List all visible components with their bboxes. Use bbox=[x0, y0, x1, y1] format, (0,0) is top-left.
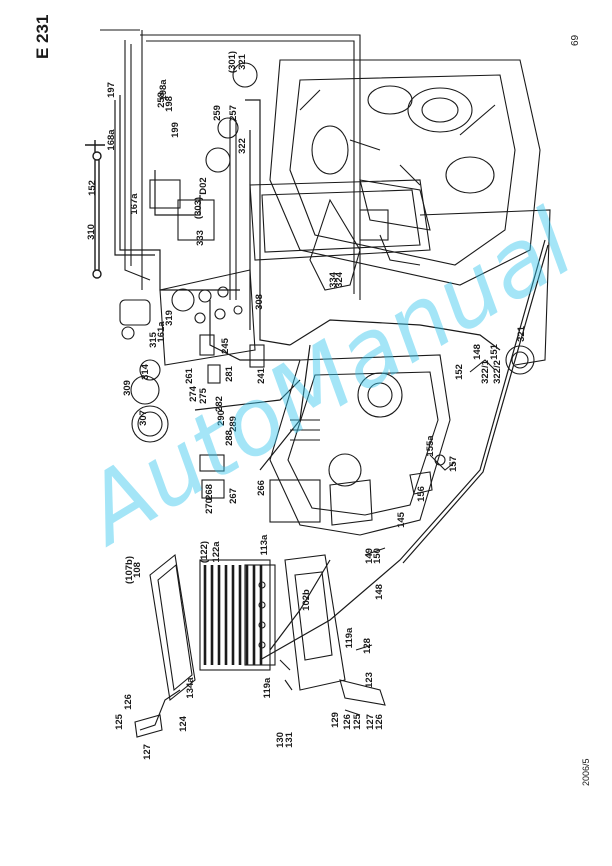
callout-label: 148 bbox=[472, 344, 483, 360]
callout-label: 149 bbox=[364, 548, 375, 564]
callout-label: 129 bbox=[330, 712, 341, 728]
callout-label: 126 bbox=[123, 694, 134, 710]
instrument-panel bbox=[119, 62, 265, 499]
callout-label: 324 bbox=[334, 271, 345, 288]
callout-label: 125 bbox=[114, 713, 125, 730]
callout-label: 274 bbox=[188, 385, 199, 402]
callout-label: 145 bbox=[396, 511, 407, 528]
callout-label: 119a bbox=[344, 627, 355, 648]
callout-label: 128 bbox=[362, 638, 373, 654]
callout-label: 321 bbox=[516, 325, 527, 342]
callout-label: 259 bbox=[212, 105, 223, 121]
callout-label: 108 bbox=[132, 562, 143, 578]
callout-label: 319 bbox=[164, 310, 175, 326]
callout-label: 134a bbox=[185, 677, 196, 699]
callout-label: 334 bbox=[328, 271, 339, 288]
callout-label: 268 bbox=[204, 484, 215, 500]
callout-label: 275 bbox=[198, 387, 209, 404]
callout-label: 131 bbox=[284, 731, 295, 748]
callout-label: 198a bbox=[158, 79, 169, 101]
callout-label: 122a bbox=[211, 541, 222, 563]
callout-label: 152 bbox=[87, 180, 98, 196]
callout-label: 289 bbox=[228, 416, 239, 432]
callout-label: 310 bbox=[86, 224, 97, 240]
callout-label: 261 bbox=[184, 367, 195, 384]
callout-label: 155a bbox=[425, 435, 436, 457]
callout-label: 197 bbox=[106, 82, 117, 98]
callout-label: 333 bbox=[195, 230, 206, 246]
cable-308 bbox=[85, 140, 105, 279]
callout-label: D02 bbox=[198, 177, 209, 194]
callout-label: 290 bbox=[216, 410, 227, 426]
callout-label: 315 bbox=[148, 331, 159, 348]
callout-label: 113a bbox=[259, 534, 270, 555]
callout-label: (301) bbox=[227, 51, 238, 73]
callout-label: 168a bbox=[106, 129, 117, 151]
callout-label: 161a bbox=[156, 321, 167, 343]
callout-label: 198 bbox=[164, 96, 175, 112]
callout-label: 308 bbox=[254, 294, 265, 310]
callout-label: 258 bbox=[156, 92, 167, 108]
callout-label: 150 bbox=[372, 548, 383, 564]
callout-label: 321 bbox=[237, 53, 248, 70]
callout-label: 322/1 bbox=[480, 359, 491, 383]
callout-label: 322 bbox=[237, 138, 248, 154]
callout-label: 199 bbox=[170, 122, 181, 138]
callout-label: 126 bbox=[342, 714, 353, 730]
lower-engine-block bbox=[269, 354, 451, 536]
callout-label: 167a bbox=[129, 193, 140, 215]
callout-label: 266 bbox=[256, 480, 267, 496]
callout-label: 148 bbox=[374, 584, 385, 600]
callout-label: 156 bbox=[416, 486, 427, 502]
callout-label: 124 bbox=[178, 715, 189, 732]
callout-label: 152 bbox=[454, 364, 465, 380]
callout-label: 126 bbox=[374, 714, 385, 730]
engine-frame-drawing bbox=[100, 29, 551, 366]
callout-label: (122) bbox=[199, 541, 210, 563]
callout-label: 102b bbox=[301, 589, 312, 611]
callout-label: 314 bbox=[140, 363, 151, 380]
callout-label: 241 bbox=[256, 367, 267, 384]
battery-assembly bbox=[134, 553, 386, 738]
callout-label: 127 bbox=[142, 744, 153, 760]
callout-label: 281 bbox=[224, 365, 235, 382]
callout-label: 157 bbox=[448, 456, 459, 472]
callout-label: 309 bbox=[122, 380, 133, 396]
callout-label: (303) bbox=[193, 197, 204, 219]
callout-label: 267 bbox=[228, 488, 239, 504]
callout-label: 257 bbox=[228, 105, 239, 121]
callout-label: 307 bbox=[138, 410, 149, 426]
callout-label: 282 bbox=[214, 396, 225, 412]
callout-label: 123 bbox=[364, 672, 375, 688]
horn-and-clips bbox=[355, 345, 535, 651]
callout-label: 130 bbox=[275, 732, 286, 748]
callout-label: 127 bbox=[365, 714, 376, 730]
callout-label: 288 bbox=[224, 430, 235, 446]
callout-label: 245 bbox=[220, 337, 231, 354]
callout-label: 322/2 bbox=[492, 360, 503, 384]
callout-label: 125 bbox=[352, 713, 363, 730]
callout-label: 270 bbox=[204, 498, 215, 514]
callout-label: 119a bbox=[262, 677, 273, 698]
callout-label: (107b) bbox=[124, 556, 135, 584]
callout-label: 151 bbox=[489, 343, 500, 360]
